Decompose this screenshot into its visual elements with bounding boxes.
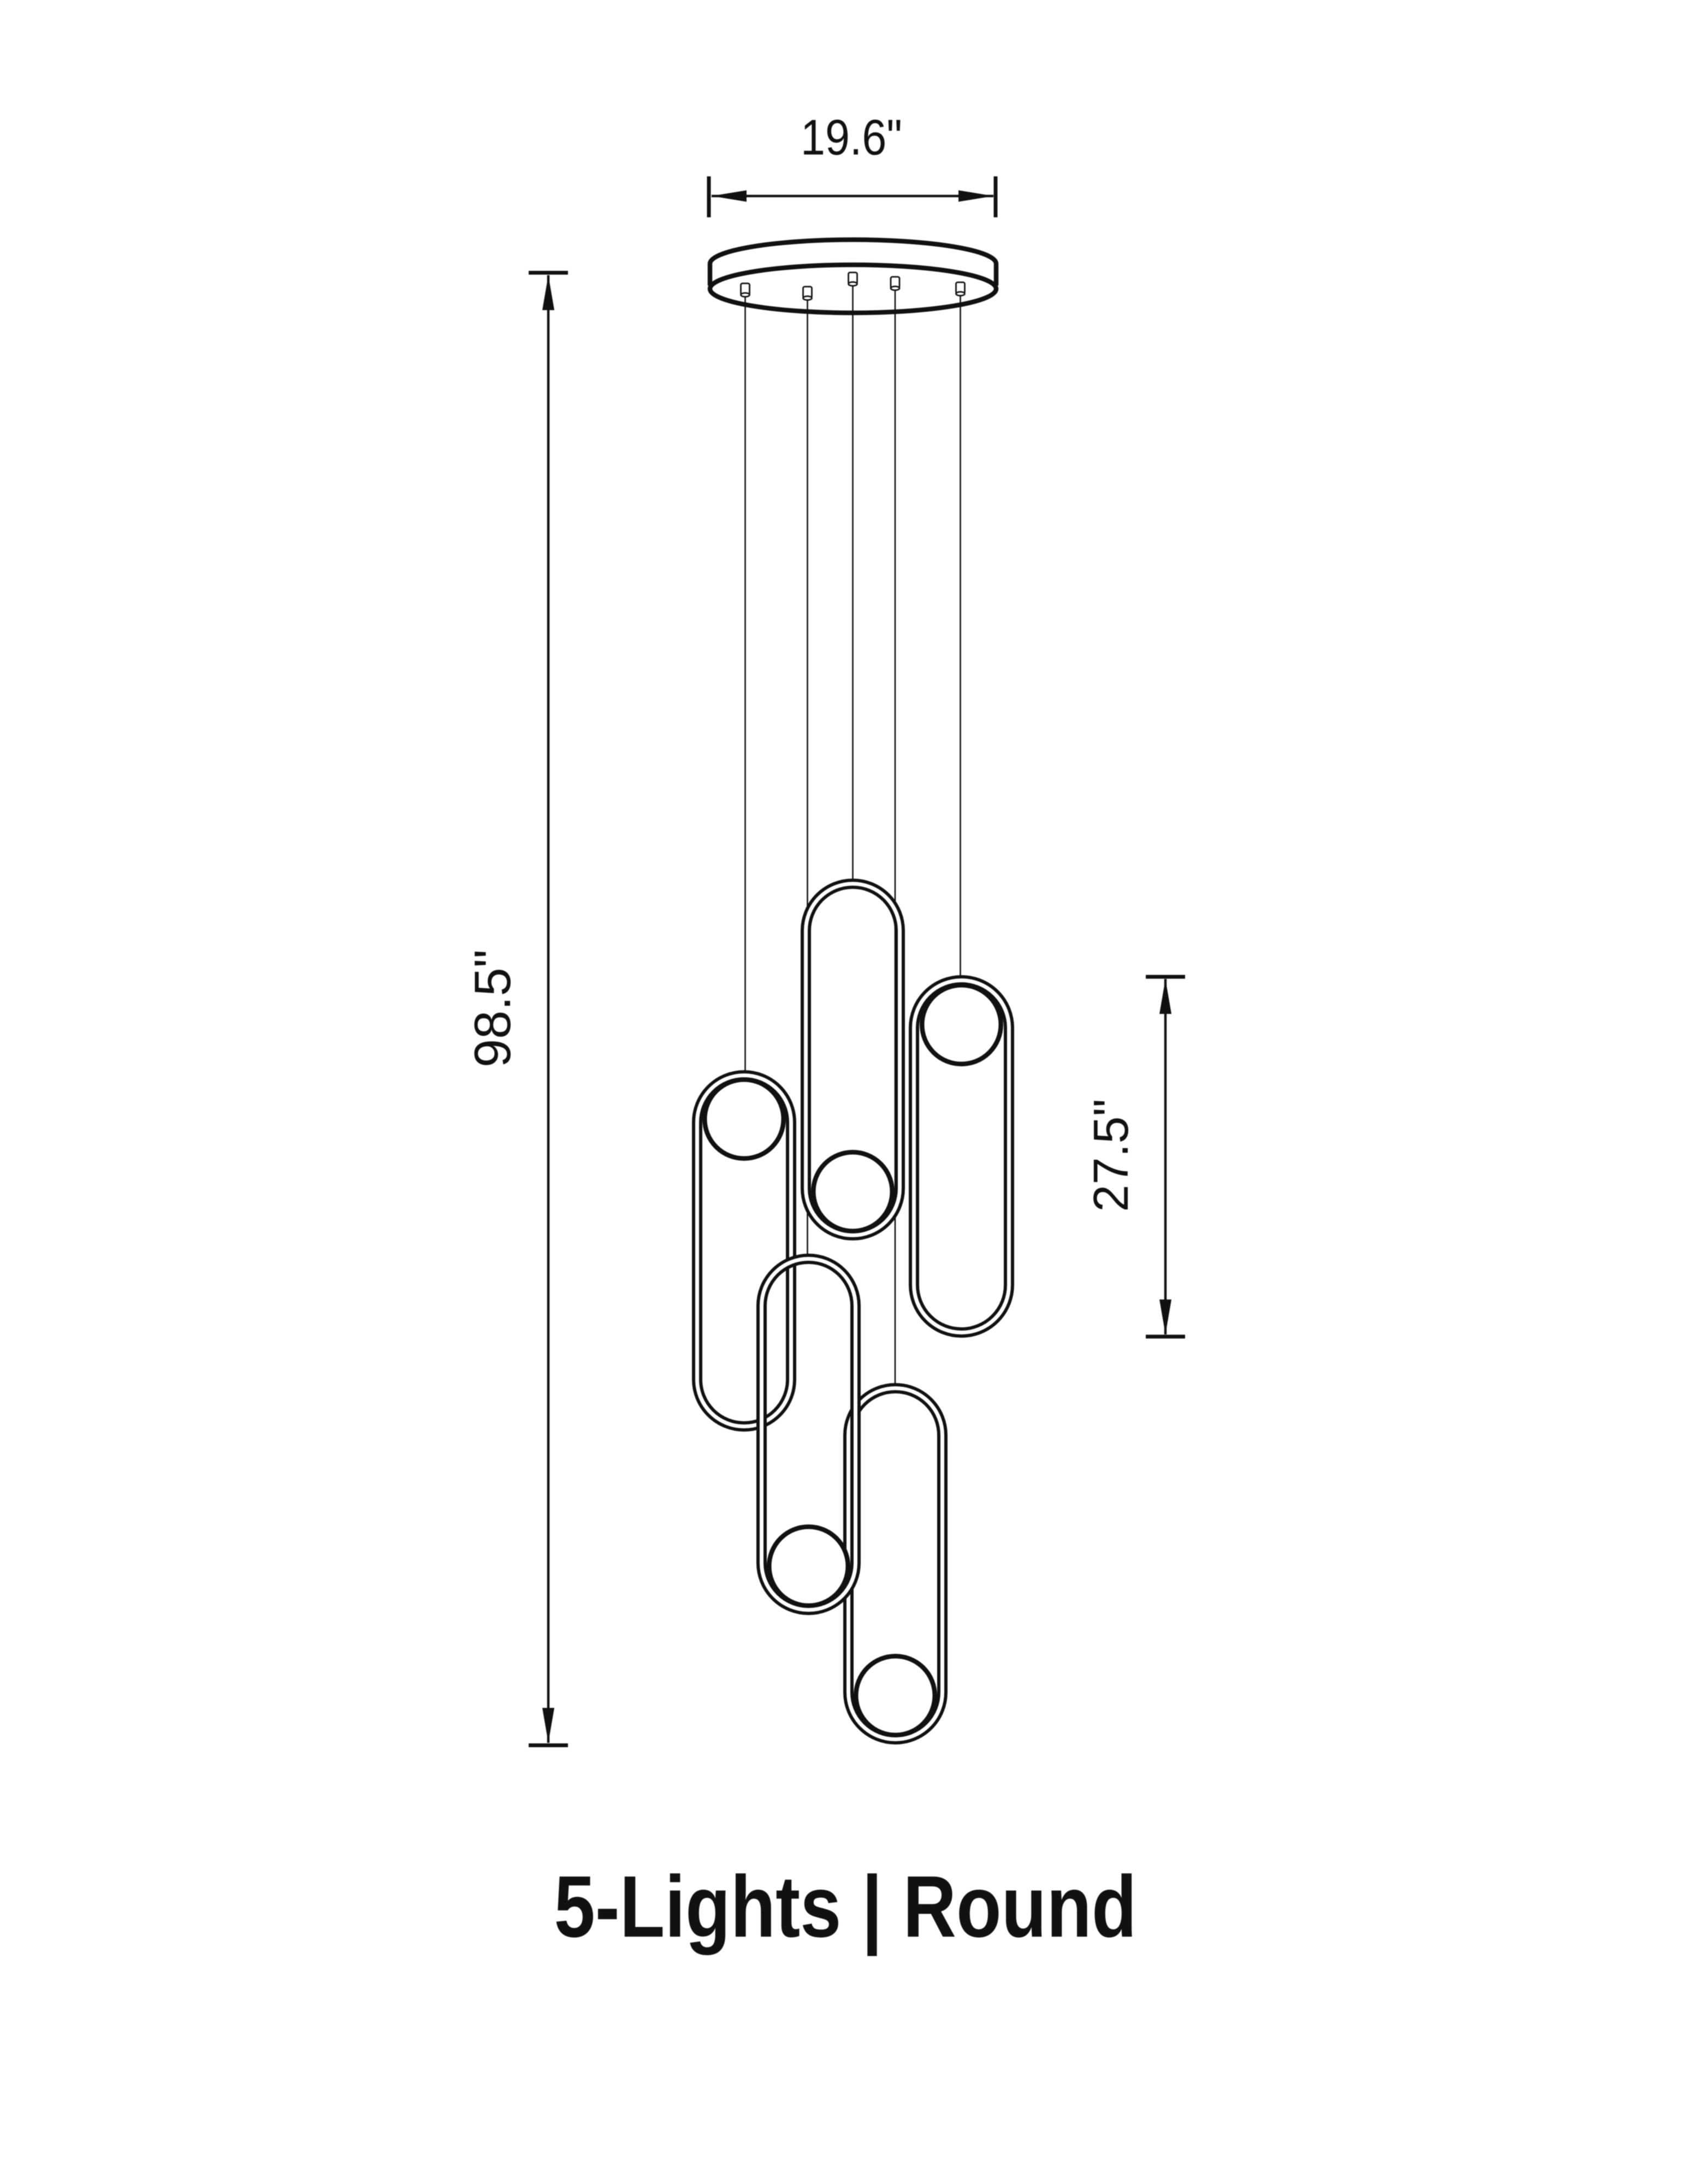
svg-text:98.5": 98.5" <box>464 949 521 1067</box>
svg-text:19.6": 19.6" <box>801 110 902 165</box>
svg-text:5-Lights | Round: 5-Lights | Round <box>554 1857 1137 1956</box>
svg-text:27.5": 27.5" <box>1084 1099 1139 1212</box>
